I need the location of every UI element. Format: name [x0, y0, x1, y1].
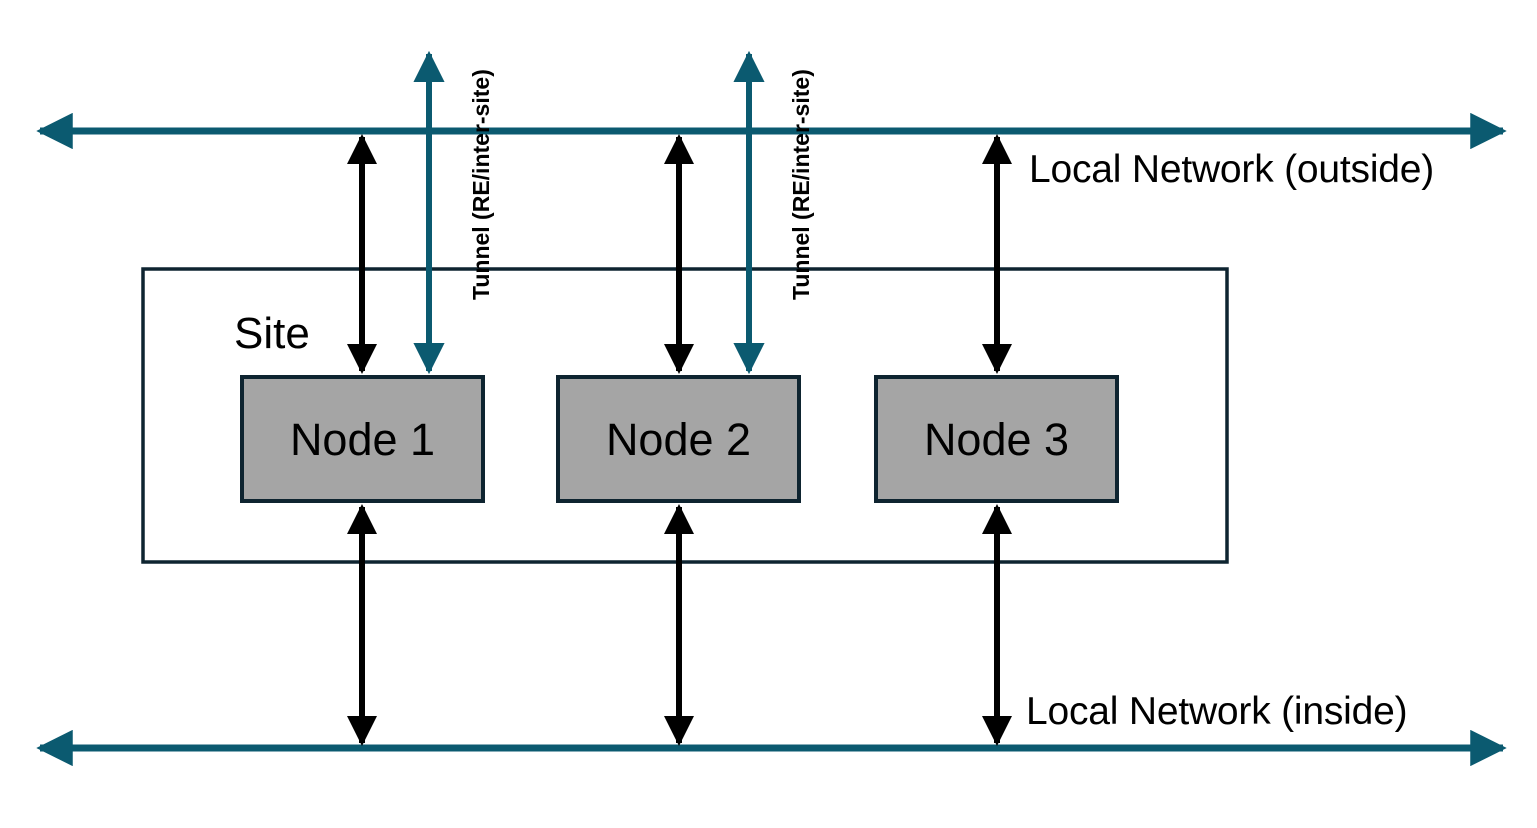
network-label-inside: Local Network (inside)	[1026, 690, 1408, 733]
node-label-2: Node 2	[605, 413, 752, 465]
network-label-outside: Local Network (outside)	[1029, 148, 1435, 191]
node-box-1[interactable]: Node 1	[240, 375, 485, 503]
tunnel-label-node-1: Tunnel (RE/inter-site)	[468, 69, 494, 300]
node-label-3: Node 3	[923, 413, 1070, 465]
node-box-3[interactable]: Node 3	[874, 375, 1119, 503]
site-label: Site	[234, 309, 310, 358]
node-box-2[interactable]: Node 2	[556, 375, 801, 503]
node-label-1: Node 1	[289, 413, 436, 465]
tunnel-label-node-2: Tunnel (RE/inter-site)	[788, 69, 814, 300]
